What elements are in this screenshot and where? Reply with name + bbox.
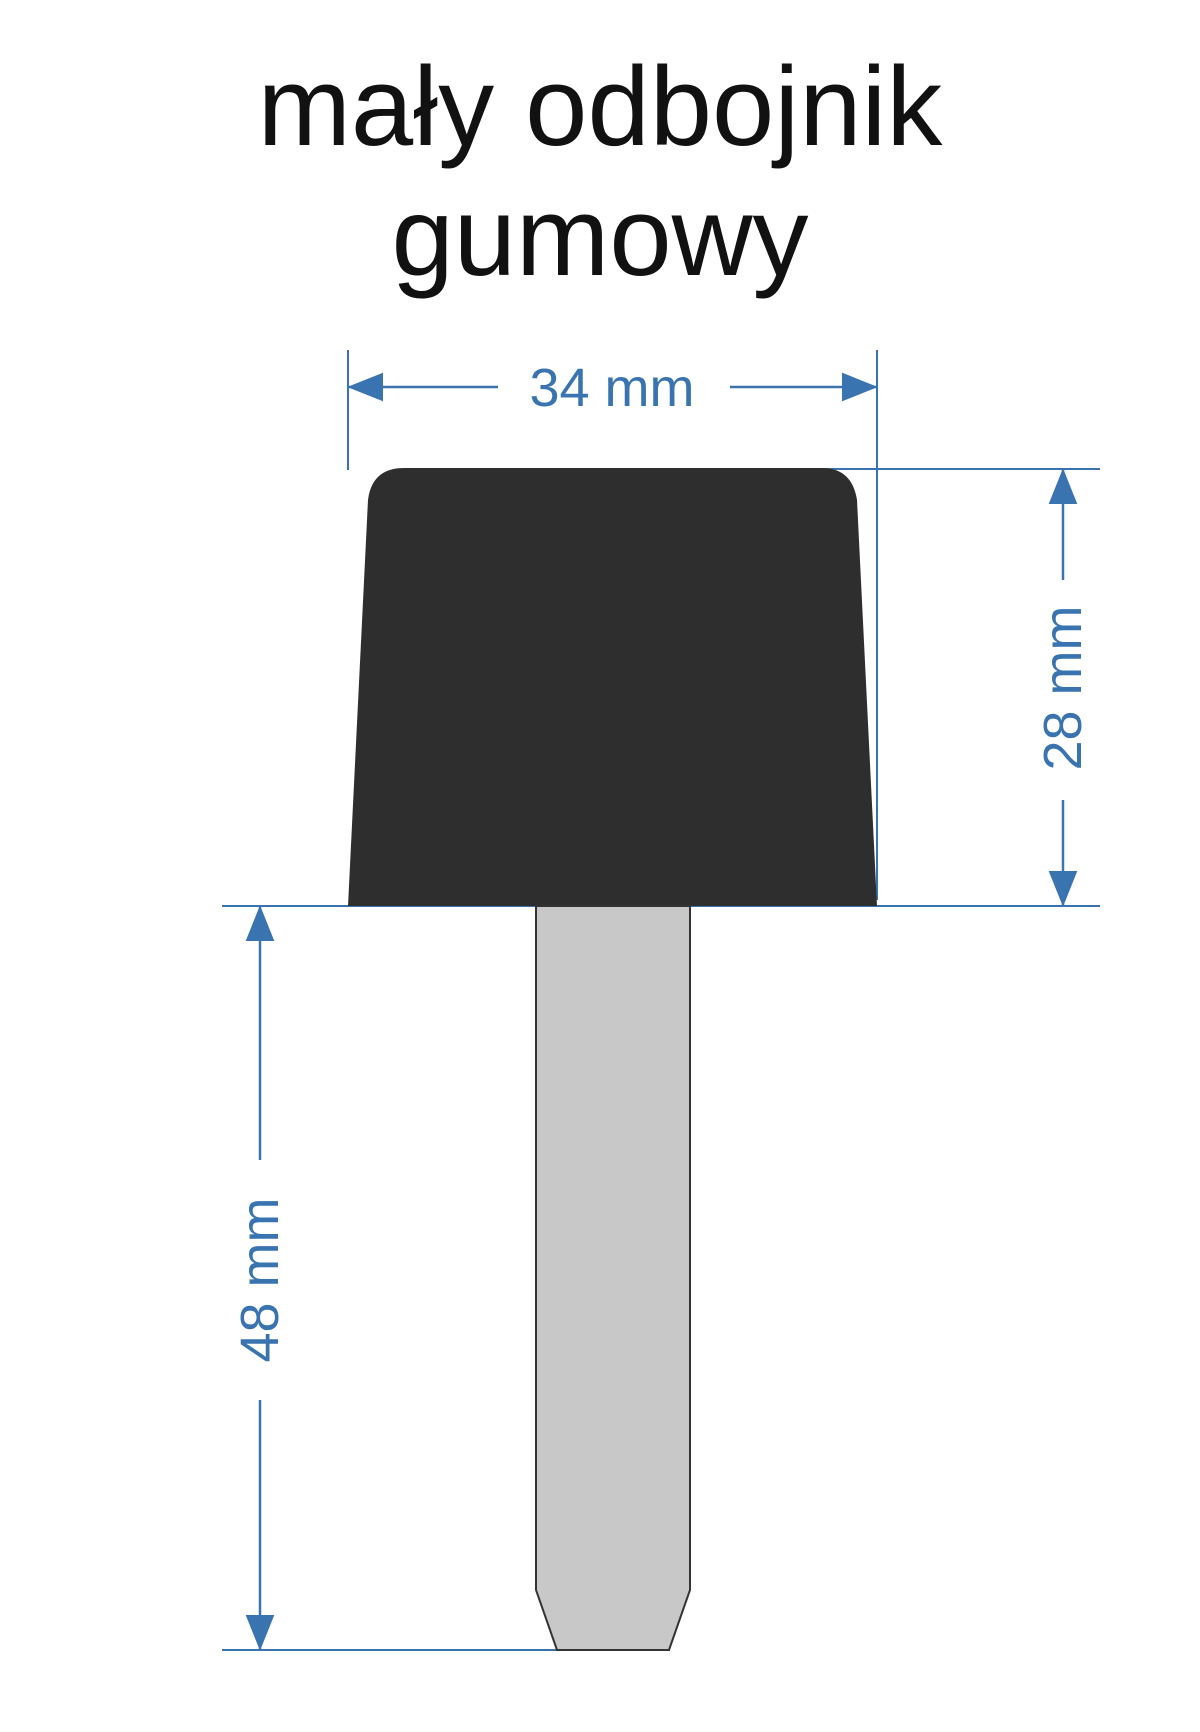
title-line-1: mały odbojnik — [257, 44, 943, 169]
dimension-pin-length-label: 48 mm — [230, 1197, 290, 1362]
diagram-title: mały odbojnik gumowy — [0, 42, 1200, 302]
dimension-head-height-label: 28 mm — [1033, 605, 1093, 770]
title-line-2: gumowy — [391, 174, 809, 299]
metal-pin — [535, 905, 691, 1651]
rubber-head — [348, 468, 877, 906]
dimension-width-label: 34 mm — [529, 358, 694, 418]
